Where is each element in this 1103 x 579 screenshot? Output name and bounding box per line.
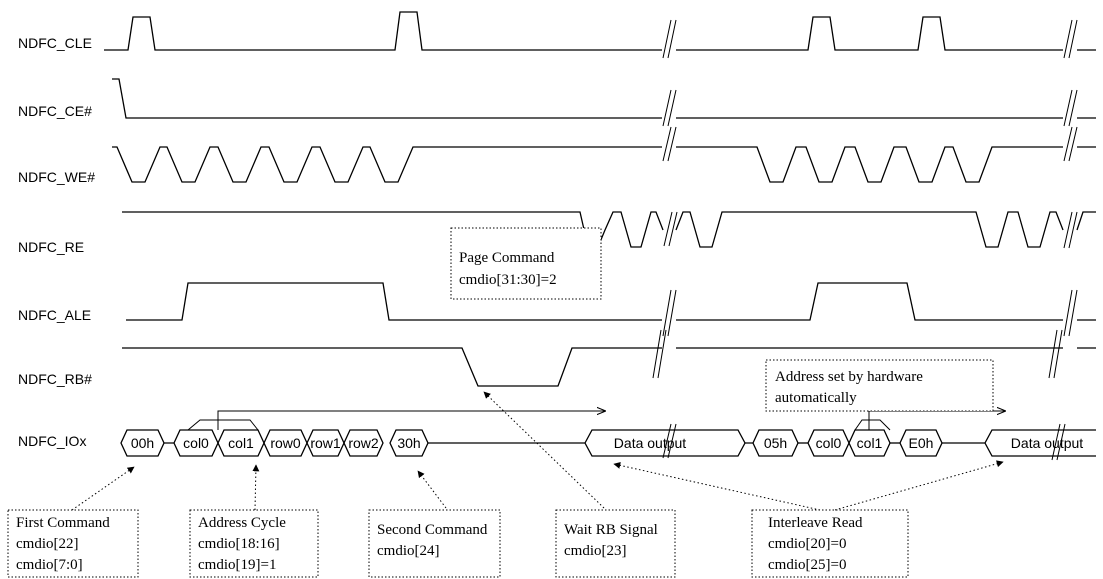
ale-waveform — [126, 282, 1096, 321]
svg-text:Address set by hardware: Address set by hardware — [775, 369, 923, 385]
bus-label-e0h: E0h — [909, 435, 934, 451]
svg-text:cmdio[18:16]: cmdio[18:16] — [198, 536, 280, 552]
svg-text:cmdio[25]=0: cmdio[25]=0 — [768, 557, 846, 573]
bus-label-data-output-1: Data output — [614, 435, 686, 451]
bus-label-col1-b: col1 — [857, 435, 883, 451]
signal-label-ce: NDFC_CE# — [18, 103, 92, 119]
svg-text:Address Cycle: Address Cycle — [198, 515, 286, 531]
note-wait-rb: Wait RB Signal cmdio[23] — [555, 509, 676, 578]
signal-label-we: NDFC_WE# — [18, 169, 95, 185]
bus-segment-00h — [120, 429, 165, 457]
signal-label-rb: NDFC_RB# — [18, 371, 92, 387]
svg-text:Wait RB Signal: Wait RB Signal — [564, 522, 658, 538]
bus-segment-30h — [389, 429, 429, 457]
bus-segment-data-output-2 — [984, 429, 1096, 457]
bus-label-row2: row2 — [348, 435, 379, 451]
signal-label-re: NDFC_RE — [18, 239, 84, 255]
note-second-command: Second Command cmdio[24] — [368, 509, 501, 578]
note-first-command: First Command cmdio[22] cmdio[7:0] — [7, 509, 139, 578]
svg-text:Second Command: Second Command — [377, 522, 488, 538]
svg-text:cmdio[19]=1: cmdio[19]=1 — [198, 557, 276, 573]
note-address-cycle: Address Cycle cmdio[18:16] cmdio[19]=1 — [189, 509, 319, 578]
rb-waveform — [122, 347, 1096, 387]
cle-waveform — [104, 11, 1096, 51]
bus-segment-data-output-1 — [584, 429, 746, 457]
svg-text:cmdio[7:0]: cmdio[7:0] — [16, 557, 83, 573]
note-page-command: Page Command cmdio[31:30]=2 — [450, 227, 602, 300]
we-waveform — [112, 146, 1096, 183]
svg-text:cmdio[23]: cmdio[23] — [564, 543, 626, 559]
address-range-arrows — [187, 411, 1005, 431]
bus-label-row1: row1 — [310, 435, 341, 451]
signal-label-io: NDFC_IOx — [18, 433, 86, 449]
svg-text:automatically: automatically — [775, 390, 857, 406]
io-bus: 00h col0 col1 row0 row1 row2 30h Data ou… — [120, 429, 1096, 457]
note-address-hardware: Address set by hardware automatically — [765, 359, 994, 412]
callout-arrows — [71, 391, 1004, 511]
ce-waveform — [112, 78, 1096, 119]
bus-label-00h: 00h — [131, 435, 154, 451]
svg-text:cmdio[22]: cmdio[22] — [16, 536, 78, 552]
bus-label-data-output-2: Data output — [1011, 435, 1083, 451]
re-waveform — [122, 211, 1096, 248]
bus-label-col0-b: col0 — [816, 435, 842, 451]
signal-label-cle: NDFC_CLE — [18, 35, 92, 51]
signal-label-ale: NDFC_ALE — [18, 307, 91, 323]
svg-text:cmdio[24]: cmdio[24] — [377, 543, 439, 559]
bus-label-col0: col0 — [183, 435, 209, 451]
bus-label-col1: col1 — [228, 435, 254, 451]
note-interleave-read: Interleave Read cmdio[20]=0 cmdio[25]=0 — [751, 509, 909, 578]
svg-text:Interleave Read: Interleave Read — [768, 515, 863, 531]
svg-text:First Command: First Command — [16, 515, 110, 531]
bus-label-05h: 05h — [764, 435, 787, 451]
svg-text:cmdio[20]=0: cmdio[20]=0 — [768, 536, 846, 552]
time-break-marks — [652, 19, 1078, 461]
svg-text:Page Command: Page Command — [459, 250, 555, 266]
bus-segment-row2 — [343, 429, 384, 457]
svg-text:cmdio[31:30]=2: cmdio[31:30]=2 — [459, 272, 557, 288]
bus-label-row0: row0 — [270, 435, 301, 451]
bus-label-30h: 30h — [397, 435, 420, 451]
